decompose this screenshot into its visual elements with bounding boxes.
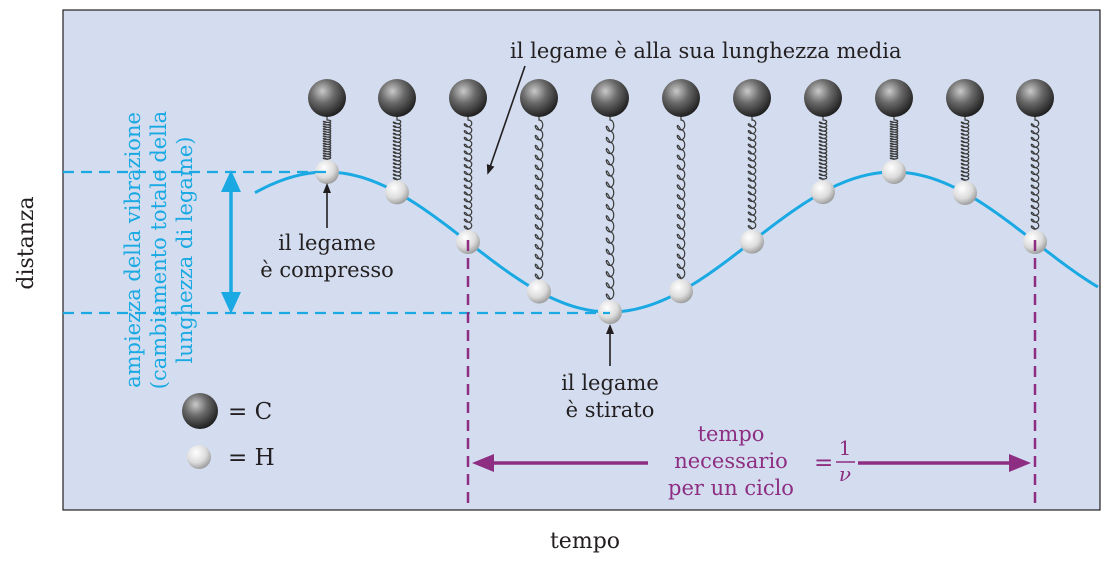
carbon-atom-4 [520, 79, 558, 117]
compressed-label-line-1: il legame [278, 231, 376, 255]
spring-1 [322, 116, 332, 164]
carbon-atom-3 [449, 79, 487, 117]
amplitude-label-line-1: ampiezza della vibrazione [121, 112, 145, 388]
spring-7 [747, 116, 757, 233]
atoms-layer [308, 79, 1054, 324]
legend-hydrogen-label: = H [228, 445, 275, 471]
stretched-label-line-2: è stirato [566, 398, 655, 422]
carbon-atom-2 [378, 79, 416, 117]
hydrogen-atom-9 [882, 160, 906, 184]
carbon-atom-10 [946, 79, 984, 117]
hydrogen-atom-2 [385, 180, 409, 205]
carbon-atom-7 [733, 79, 771, 117]
stretched-label-line-1: il legame [561, 371, 659, 395]
carbon-atom-9 [875, 79, 913, 117]
spring-2 [392, 116, 402, 184]
spring-6 [676, 116, 686, 283]
y-axis-label: distanza [14, 196, 39, 289]
legend-hydrogen-icon [187, 445, 211, 469]
carbon-atom-1 [308, 79, 346, 117]
amplitude-label: ampiezza della vibrazione (cambiamento t… [121, 111, 197, 389]
hydrogen-atom-1 [315, 160, 339, 184]
carbon-atom-11 [1016, 79, 1054, 117]
spring-5 [605, 116, 615, 303]
period-label-line-3: per un ciclo [668, 476, 794, 500]
carbon-atom-5 [591, 79, 629, 117]
legend-carbon-label: = C [228, 399, 272, 425]
mean-length-arrow [486, 65, 526, 175]
period-fraction-denominator: ν [839, 462, 851, 486]
compressed-label-line-2: è compresso [260, 258, 394, 282]
period-label-line-1: tempo [698, 422, 765, 446]
mean-length-label: il legame è alla sua lunghezza media [510, 39, 901, 63]
hydrogen-atom-7 [740, 229, 764, 254]
spring-8 [818, 116, 828, 184]
period-label-line-2: necessario [674, 449, 788, 473]
hydrogen-atom-4 [527, 279, 551, 304]
carbon-atom-6 [662, 79, 700, 117]
panel-background [62, 9, 1101, 511]
spring-4 [534, 116, 544, 283]
amplitude-label-line-2: (cambiamento totale della [147, 111, 171, 389]
springs-layer [322, 116, 1040, 303]
amplitude-label-line-3: lunghezza di legame) [173, 137, 197, 364]
hydrogen-atom-8 [811, 180, 835, 205]
spring-10 [960, 116, 970, 184]
spring-11 [1030, 116, 1040, 233]
amplitude-arrow-bottom [221, 292, 241, 314]
hydrogen-atom-6 [669, 279, 693, 304]
carbon-atom-8 [804, 79, 842, 117]
spring-3 [463, 116, 473, 233]
period-arrow-right-head [1009, 454, 1031, 472]
amplitude-arrow-top [221, 170, 241, 192]
period-arrow-left-head [472, 454, 494, 472]
period-label: tempo necessario per un ciclo [668, 422, 794, 500]
spring-9 [889, 116, 899, 164]
x-axis-label: tempo [550, 529, 620, 554]
hydrogen-atom-10 [953, 180, 977, 205]
period-fraction-numerator: 1 [839, 436, 852, 460]
period-equals: = [814, 450, 833, 476]
legend-carbon-icon [182, 393, 218, 429]
